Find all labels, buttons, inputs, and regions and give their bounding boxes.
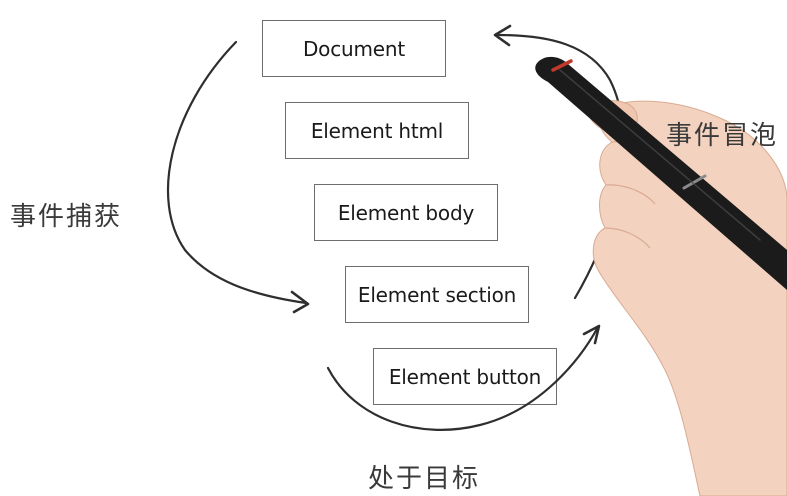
node-body-label: Element body	[337, 200, 475, 225]
node-button-label: Element button	[388, 364, 542, 389]
target-label: 处于目标	[368, 464, 481, 494]
node-html: Element html	[285, 102, 469, 159]
node-section-label: Element section	[357, 282, 517, 307]
node-document: Document	[262, 20, 446, 77]
capture-arrowhead	[290, 290, 310, 314]
bubble-arrowhead	[493, 24, 512, 47]
node-section: Element section	[345, 266, 529, 323]
node-html-label: Element html	[310, 118, 444, 143]
target-arrowhead	[582, 324, 601, 345]
hand-illustration	[589, 100, 787, 496]
pen-illustration	[535, 56, 787, 291]
node-button: Element button	[373, 348, 557, 405]
bubble-label: 事件冒泡	[666, 121, 779, 151]
capture-arrow	[166, 40, 308, 305]
capture-label: 事件捕获	[10, 202, 123, 232]
node-document-label: Document	[302, 36, 405, 61]
target-arrow	[326, 325, 600, 431]
node-body: Element body	[314, 184, 498, 241]
